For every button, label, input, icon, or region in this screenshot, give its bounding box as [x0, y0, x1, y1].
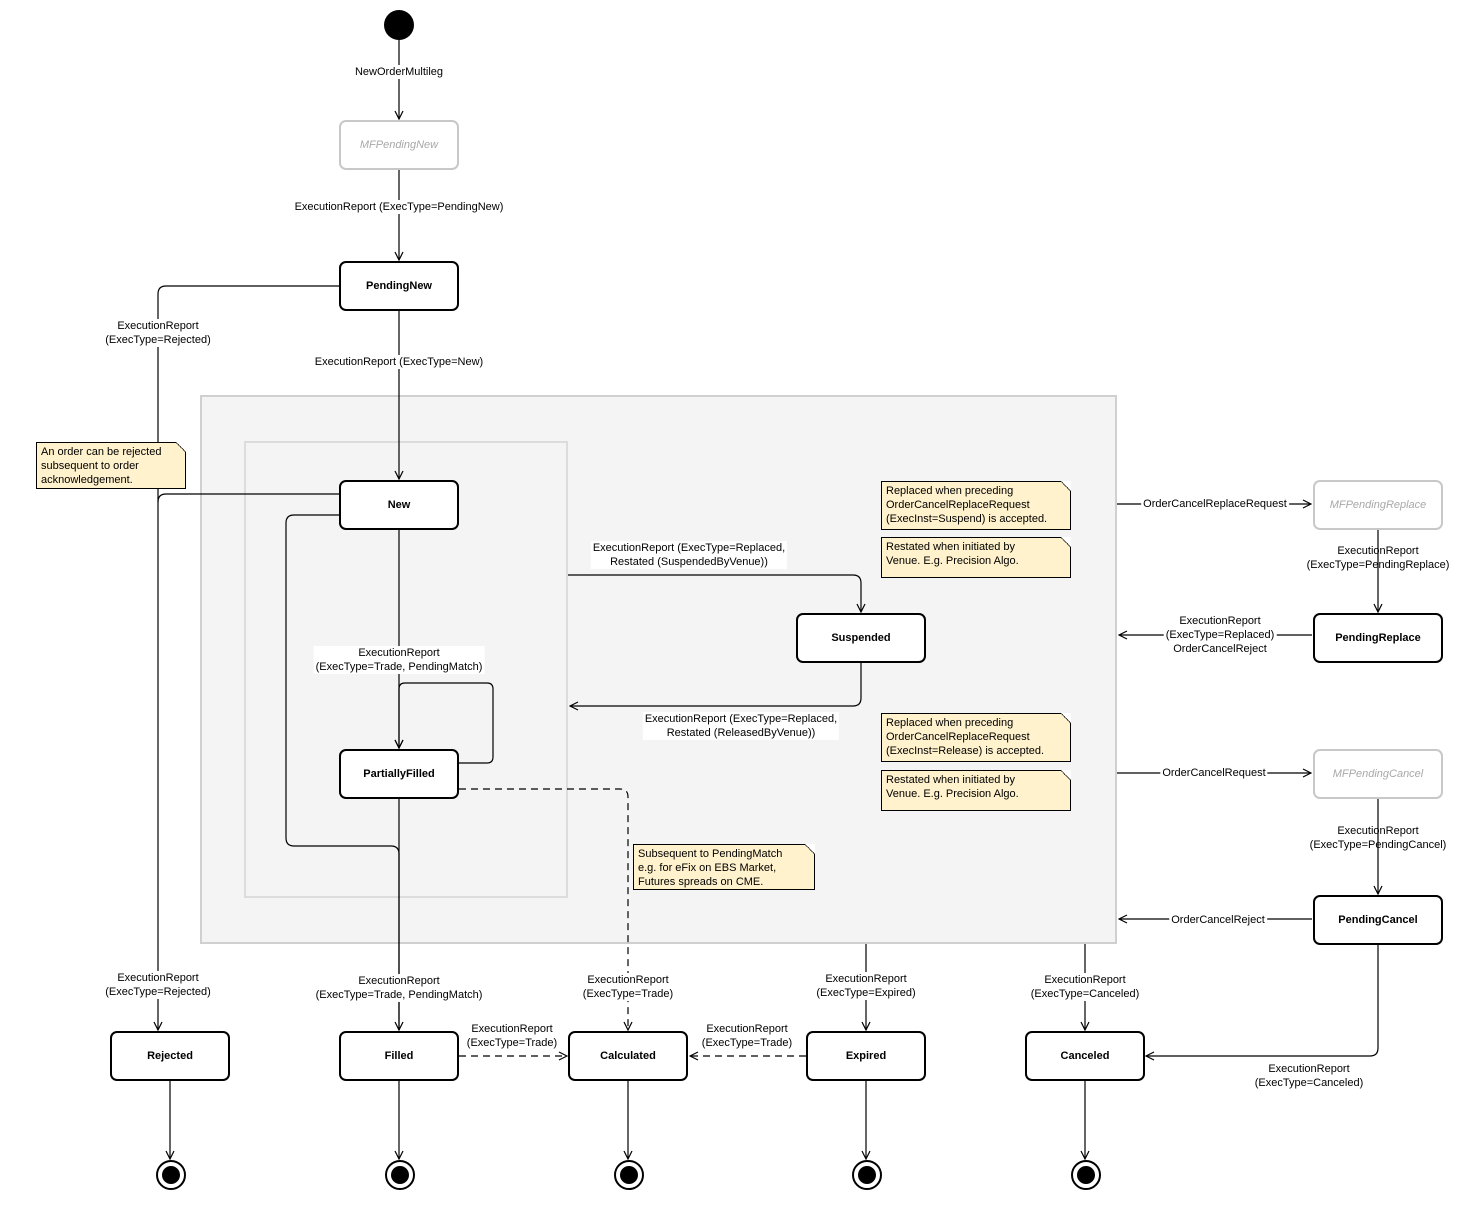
- label-line: ExecutionReport (ExecType=Replaced,: [644, 713, 838, 725]
- state-rejected: Rejected: [110, 1031, 230, 1081]
- label-line: (ExecType=Rejected): [105, 334, 211, 346]
- final-state-rejected: [156, 1160, 186, 1190]
- label-er-rejected-top: ExecutionReport (ExecType=Rejected): [103, 319, 213, 347]
- label-er-expired: ExecutionReport (ExecType=Expired): [814, 972, 918, 1000]
- label-line: (ExecType=PendingCancel): [1309, 839, 1447, 851]
- note-suspend-restated: Restated when initiated by Venue. E.g. P…: [881, 537, 1071, 578]
- initial-state: [384, 10, 414, 40]
- label-line: (ExecType=Expired): [816, 987, 916, 999]
- label-line: ExecutionReport: [117, 320, 199, 332]
- label-line: (ExecType=Rejected): [105, 986, 211, 998]
- edge-partiallyfilled-self: [399, 682, 494, 764]
- note-release-replaced: Replaced when preceding OrderCancelRepla…: [881, 713, 1071, 762]
- edge-new-to-rejected: [157, 493, 339, 503]
- label-line: (ExecType=Trade, PendingMatch): [315, 661, 483, 673]
- edge-new-to-filled: [285, 514, 399, 1030]
- label-line: Restated (ReleasedByVenue)): [666, 727, 816, 739]
- label-er-suspended: ExecutionReport (ExecType=Replaced, Rest…: [590, 541, 788, 569]
- label-er-released: ExecutionReport (ExecType=Replaced, Rest…: [642, 712, 840, 740]
- state-pendingcancel: PendingCancel: [1313, 895, 1443, 945]
- label-er-pending-new: ExecutionReport (ExecType=PendingNew): [292, 200, 506, 214]
- note-rejected-after-ack: An order can be rejected subsequent to o…: [36, 442, 186, 489]
- final-state-filled: [385, 1160, 415, 1190]
- label-er-calculated: ExecutionReport (ExecType=Trade): [580, 973, 676, 1001]
- label-line: (ExecType=Trade): [582, 988, 674, 1000]
- label-new-order-multileg: NewOrderMultileg: [352, 65, 446, 79]
- label-line: ExecutionReport: [825, 973, 907, 985]
- edge-suspended-to-active: [570, 663, 862, 706]
- label-line: (ExecType=Canceled): [1030, 988, 1140, 1000]
- final-state-expired: [852, 1160, 882, 1190]
- label-er-new: ExecutionReport (ExecType=New): [312, 355, 486, 369]
- label-line: ExecutionReport: [1044, 974, 1126, 986]
- edge-pendingnew-to-rejected: [158, 285, 339, 1030]
- label-er-rejected-bottom: ExecutionReport (ExecType=Rejected): [103, 971, 213, 999]
- active-order-region: [244, 441, 568, 898]
- state-filled: Filled: [339, 1031, 459, 1081]
- label-line: ExecutionReport: [471, 1023, 553, 1035]
- state-pendingnew: PendingNew: [339, 261, 459, 311]
- final-state-calculated: [614, 1160, 644, 1190]
- label-line: ExecutionReport: [1179, 615, 1261, 627]
- label-line: Restated (SuspendedByVenue)): [610, 556, 768, 568]
- note-pending-match: Subsequent to PendingMatch e.g. for eFix…: [633, 844, 815, 890]
- state-canceled: Canceled: [1025, 1031, 1145, 1081]
- label-line: (ExecType=PendingReplace): [1306, 559, 1450, 571]
- label-er-canceled: ExecutionReport (ExecType=Canceled): [1028, 973, 1142, 1001]
- label-er-trade-pending-match: ExecutionReport (ExecType=Trade, Pending…: [313, 646, 485, 674]
- state-mfpendingcancel: MFPendingCancel: [1313, 749, 1443, 799]
- label-line: (ExecType=Canceled): [1254, 1077, 1364, 1089]
- label-ocr-request: OrderCancelReplaceRequest: [1141, 497, 1289, 511]
- label-er-filled: ExecutionReport (ExecType=Trade, Pending…: [313, 974, 485, 1002]
- state-suspended: Suspended: [796, 613, 926, 663]
- note-suspend-replaced: Replaced when preceding OrderCancelRepla…: [881, 481, 1071, 530]
- label-oc-request: OrderCancelRequest: [1160, 766, 1268, 780]
- state-calculated: Calculated: [568, 1031, 688, 1081]
- label-er-pending-cancel: ExecutionReport (ExecType=PendingCancel): [1308, 824, 1449, 852]
- edge-partiallyfilled-to-calculated: [459, 788, 628, 1030]
- label-line: (ExecType=Trade, PendingMatch): [315, 989, 483, 1001]
- label-line: ExecutionReport: [1337, 545, 1419, 557]
- label-er-canceled-right: ExecutionReport (ExecType=Canceled): [1253, 1062, 1366, 1090]
- state-mfpendingnew: MFPendingNew: [339, 120, 459, 170]
- label-oc-reject: OrderCancelReject: [1169, 913, 1267, 927]
- state-new: New: [339, 480, 459, 530]
- edge-pendingcancel-to-canceled: [1146, 945, 1379, 1056]
- label-er-filled-to-calc: ExecutionReport (ExecType=Trade): [465, 1022, 559, 1050]
- label-line: ExecutionReport: [1337, 825, 1419, 837]
- label-line: ExecutionReport: [1268, 1063, 1350, 1075]
- label-line: ExecutionReport: [706, 1023, 788, 1035]
- label-line: ExecutionReport: [358, 975, 440, 987]
- edge-active-to-suspended: [568, 574, 861, 612]
- label-er-expired-to-calc: ExecutionReport (ExecType=Trade): [700, 1022, 794, 1050]
- label-line: OrderCancelReject: [1173, 643, 1267, 655]
- label-line: ExecutionReport: [358, 647, 440, 659]
- state-expired: Expired: [806, 1031, 926, 1081]
- label-er-pending-replace: ExecutionReport (ExecType=PendingReplace…: [1305, 544, 1452, 572]
- label-line: (ExecType=Trade): [466, 1037, 558, 1049]
- label-line: (ExecType=Replaced): [1165, 629, 1275, 641]
- note-release-restated: Restated when initiated by Venue. E.g. P…: [881, 770, 1071, 811]
- final-state-canceled: [1071, 1160, 1101, 1190]
- label-line: ExecutionReport (ExecType=Replaced,: [592, 542, 786, 554]
- label-er-replaced-reject: ExecutionReport (ExecType=Replaced) Orde…: [1163, 614, 1277, 656]
- label-line: (ExecType=Trade): [701, 1037, 793, 1049]
- state-pendingreplace: PendingReplace: [1313, 613, 1443, 663]
- label-line: ExecutionReport: [587, 974, 669, 986]
- state-mfpendingreplace: MFPendingReplace: [1313, 480, 1443, 530]
- state-partiallyfilled: PartiallyFilled: [339, 749, 459, 799]
- label-line: ExecutionReport: [117, 972, 199, 984]
